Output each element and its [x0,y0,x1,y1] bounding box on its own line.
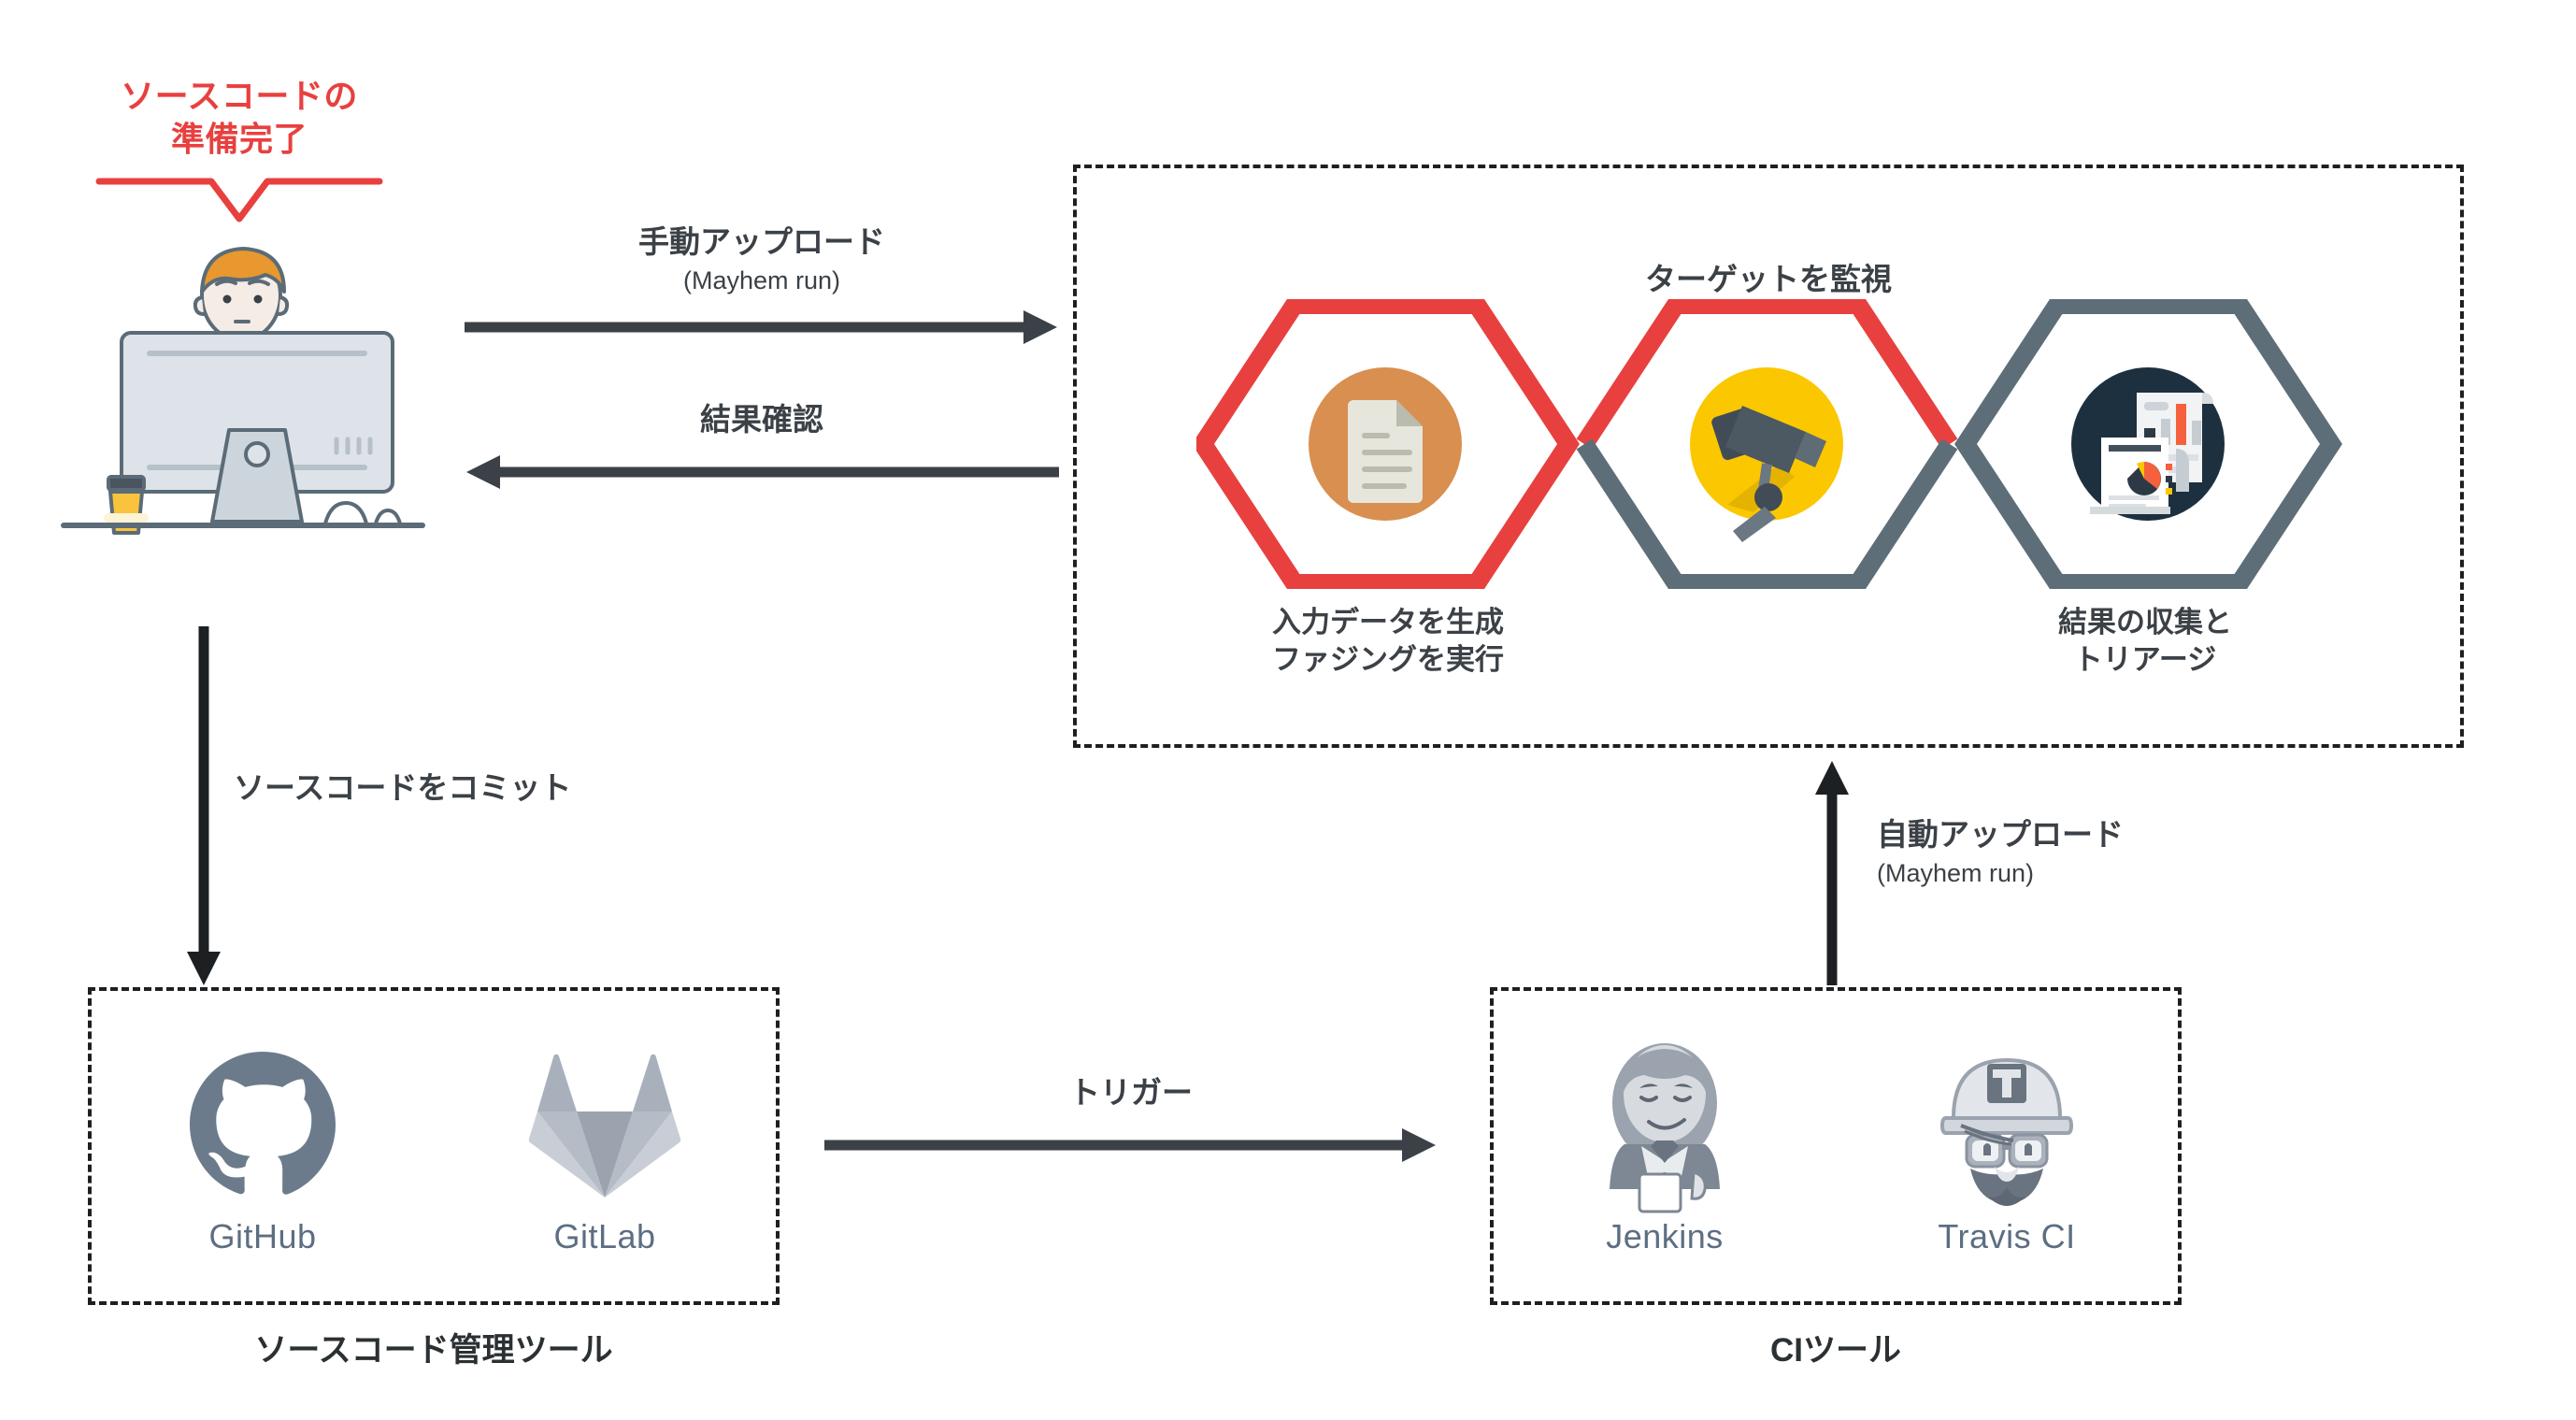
hexagon-monitor-target [1576,295,1958,593]
pie-chart [2127,462,2161,495]
monitor-target-label: ターゲットを監視 [1645,262,1892,296]
tool-label-jenkins: Jenkins [1606,1217,1724,1255]
manual-upload-sublabel: (Mayhem run) [682,266,841,295]
speech-bubble-text: ソースコードの 準備完了 [121,77,358,159]
tool-item-gitlab[interactable]: GitLab [448,1036,763,1256]
tool-item-jenkins[interactable]: Jenkins [1508,1036,1823,1256]
tool-label-gitlab: GitLab [553,1217,656,1255]
trigger-arrow-group: トリガー [823,1073,1439,1164]
tool-label-travis-ci: Travis CI [1938,1217,2076,1255]
report-charts-icon [2090,393,2213,514]
trigger-label: トリガー [1069,1075,1193,1110]
check-results-label: 結果確認 [700,402,823,437]
tool-item-travis-ci[interactable]: Travis CI [1850,1036,2165,1256]
source-code-management-caption: ソースコード管理ツール [254,1332,613,1369]
auto-upload-arrow-group [1813,759,1851,992]
hexagon-caption-collect-triage: 結果の収集と トリアージ [2058,606,2232,677]
travis-ci-worker-logo [1927,1036,2086,1213]
arrow-right-icon [465,310,1057,345]
jenkins-butler-logo [1585,1036,1744,1213]
document-icon [1348,400,1423,503]
hexagon-row [1192,295,2355,593]
hexagon-caption-generate-input: 入力データを生成 ファジングを実行 [1272,606,1504,677]
check-results-arrow-group: 結果確認 [463,400,1061,491]
auto-upload-label: 自動アップロード [1877,817,2124,852]
person-head [193,247,290,342]
manual-upload-label: 手動アップロード [638,224,885,259]
tool-label-github: GitHub [208,1217,317,1255]
commit-source-arrow-group [185,624,222,992]
speech-bubble-tail [90,174,389,235]
hexagon-collect-triage [1954,295,2342,593]
ci-tools-caption: CIツール [1769,1332,1901,1369]
auto-upload-label-group: 自動アップロード (Mayhem run) [1877,815,2363,888]
commit-source-label: ソースコードをコミット [234,770,572,805]
arrow-right-icon [824,1128,1436,1163]
speech-bubble: ソースコードの 準備完了 [90,75,389,235]
mouse [323,501,402,525]
arrow-left-icon [466,455,1059,490]
manual-upload-arrow-group: 手動アップロード (Mayhem run) [463,222,1061,346]
ci-tools-box: Jenkins [1490,987,2182,1305]
tool-item-github[interactable]: GitHub [106,1036,421,1256]
hexagon-generate-input [1192,295,1580,593]
auto-upload-sublabel: (Mayhem run) [1877,859,2035,888]
monitor [120,331,394,524]
gitlab-tanuki-logo [521,1036,689,1213]
arrow-down-icon [187,626,221,985]
mayhem-pipeline-region [1073,165,2464,748]
security-camera-icon [1711,406,1826,542]
github-octocat-logo [179,1036,347,1213]
arrow-up-icon [1815,761,1849,985]
developer-at-desktop-illustration [56,222,430,559]
source-code-management-box: GitHub GitLab [88,987,780,1305]
